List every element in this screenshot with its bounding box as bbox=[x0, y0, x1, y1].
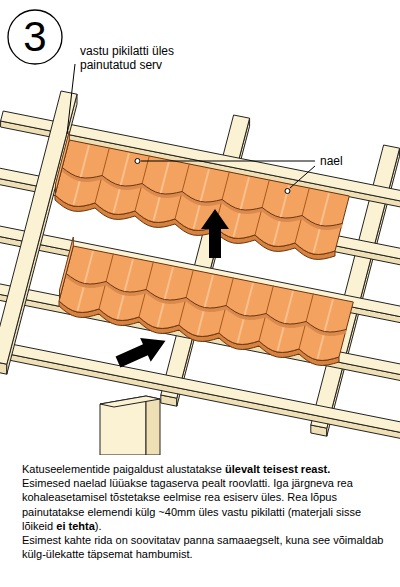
step-number: 3 bbox=[23, 16, 46, 58]
tile-step bbox=[66, 274, 346, 333]
tile-ridge bbox=[274, 186, 289, 244]
post-side bbox=[146, 396, 160, 455]
tile-step bbox=[62, 168, 342, 227]
leader-line bbox=[141, 161, 315, 162]
tile-ridge bbox=[278, 292, 293, 350]
tile-flange bbox=[56, 131, 70, 193]
direction-arrow bbox=[201, 209, 229, 258]
tile-row bbox=[59, 246, 353, 360]
circle-shape bbox=[8, 10, 62, 64]
gable-counter-batten bbox=[0, 91, 77, 364]
tile-flange bbox=[60, 237, 74, 299]
tile-ridge bbox=[78, 252, 93, 310]
tile-ridge bbox=[118, 260, 133, 318]
direction-arrow bbox=[113, 329, 171, 374]
instruction-text-part: ei tehta bbox=[56, 520, 95, 532]
post-top bbox=[100, 396, 160, 407]
tile-step-shadow bbox=[62, 168, 342, 231]
tile-row bbox=[55, 140, 349, 254]
tile-ridge bbox=[198, 276, 213, 334]
tile-ridge bbox=[114, 154, 129, 212]
callout-label: vastu pikilatti üles painutatud serv bbox=[78, 44, 206, 72]
tile-ridge bbox=[238, 284, 253, 342]
instruction-text-part: Katuseelementide paigaldust alustatakse bbox=[22, 463, 222, 475]
tile-ridge bbox=[154, 162, 169, 220]
nail bbox=[135, 159, 140, 164]
direction-arrow-shape bbox=[113, 329, 171, 374]
instruction-text-part: ülevalt teisest reast. bbox=[225, 463, 330, 475]
tile-ridge bbox=[158, 268, 173, 326]
tile-ridge bbox=[74, 146, 89, 204]
tile-step-shadow bbox=[66, 274, 346, 337]
step-number-circle: 3 bbox=[7, 9, 63, 65]
tile-ridge bbox=[234, 178, 249, 236]
nail bbox=[285, 189, 290, 194]
instruction-text-part: Esimest kahte rida on soovitatav panna s… bbox=[22, 534, 383, 560]
tile-ridge bbox=[194, 170, 209, 228]
instruction-text: Katuseelementide paigaldust alustatakseü… bbox=[22, 462, 384, 561]
tile-ridge bbox=[314, 194, 329, 252]
leader-line bbox=[67, 64, 75, 134]
callout-label: nael bbox=[318, 154, 345, 168]
instruction-text-part: ). bbox=[95, 520, 102, 532]
leader-line bbox=[290, 166, 315, 188]
tile-ridge bbox=[318, 300, 333, 358]
